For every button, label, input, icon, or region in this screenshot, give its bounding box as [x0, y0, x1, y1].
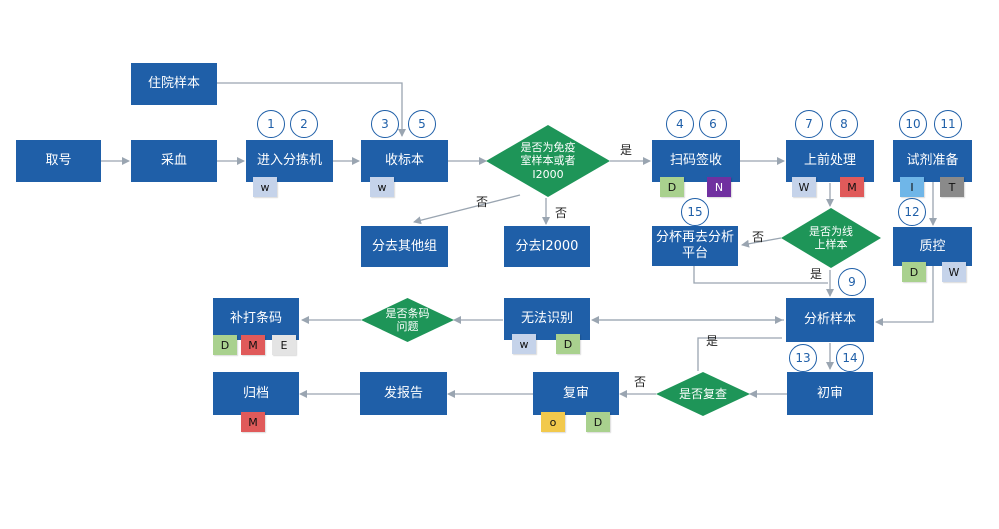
edge-decision-fenxi-yes [697, 337, 782, 371]
edge-label-no: 否 [476, 195, 489, 209]
step-number: 15 [681, 198, 709, 226]
tag-i: I [900, 177, 924, 197]
edge-decision-fenbei [741, 237, 782, 248]
tag-w: w [253, 177, 277, 197]
node-fenjian: 进入分拣机 [246, 140, 333, 182]
tag-w: w [370, 177, 394, 197]
decision-tiaoma: 是否条码问题 [361, 298, 454, 342]
tag-e: E [272, 335, 296, 355]
node-chushen: 初审 [787, 372, 873, 415]
node-qita: 分去其他组 [361, 226, 448, 267]
node-shiji: 试剂准备 [893, 140, 972, 182]
edge-label-no: 否 [555, 206, 568, 220]
step-number: 14 [836, 344, 864, 372]
edge-label-no: 否 [634, 375, 647, 389]
step-number: 10 [899, 110, 927, 138]
tag-o: o [541, 412, 565, 432]
step-number: 12 [898, 198, 926, 226]
node-guidang: 归档 [213, 372, 299, 415]
edge-zhuyuan-shoubiao [217, 82, 406, 137]
node-fenbei: 分杯再去分析平台 [652, 226, 738, 266]
step-number: 2 [290, 110, 318, 138]
tag-d: D [660, 177, 684, 197]
decision-xianshang: 是否为线上样本 [781, 208, 881, 268]
edge-fenbei-fenxi [693, 266, 828, 284]
tag-m: M [241, 412, 265, 432]
decision-mianyi: 是否为免疫室样本或者I2000 [486, 125, 610, 197]
edge-label-no: 否 [752, 230, 765, 244]
tag-d: D [556, 334, 580, 354]
edge-label-yes: 是 [620, 143, 633, 157]
step-number: 8 [830, 110, 858, 138]
node-i2000: 分去I2000 [504, 226, 590, 267]
step-number: 3 [371, 110, 399, 138]
edge-label-yes: 是 [706, 334, 719, 348]
step-number: 11 [934, 110, 962, 138]
node-buda: 补打条码 [213, 298, 299, 340]
node-baogao: 发报告 [360, 372, 447, 415]
step-number: 6 [699, 110, 727, 138]
node-fenxi: 分析样本 [786, 298, 874, 342]
step-number: 7 [795, 110, 823, 138]
node-shangji: 上前处理 [786, 140, 874, 182]
decision-fucha: 是否复查 [656, 372, 750, 416]
tag-d: D [586, 412, 610, 432]
step-number: 1 [257, 110, 285, 138]
node-zhikong: 质控 [893, 227, 972, 266]
tag-n: N [707, 177, 731, 197]
tag-w: w [512, 334, 536, 354]
node-wufa: 无法识别 [504, 298, 590, 340]
step-number: 9 [838, 268, 866, 296]
tag-m: M [241, 335, 265, 355]
tag-w: W [792, 177, 816, 197]
tag-w: W [942, 262, 966, 282]
step-number: 13 [789, 344, 817, 372]
node-caixue: 采血 [131, 140, 217, 182]
node-quhao: 取号 [16, 140, 101, 182]
tag-d: D [902, 262, 926, 282]
edge-zhikong-fenxi [875, 266, 934, 326]
step-number: 4 [666, 110, 694, 138]
node-zhuyuan: 住院样本 [131, 63, 217, 105]
node-shoubiao: 收标本 [361, 140, 448, 182]
step-number: 5 [408, 110, 436, 138]
tag-d: D [213, 335, 237, 355]
tag-m: M [840, 177, 864, 197]
edge-decision-qita [413, 194, 521, 225]
node-saoma: 扫码签收 [652, 140, 740, 182]
tag-t: T [940, 177, 964, 197]
edge-label-yes: 是 [810, 267, 823, 281]
node-fushen: 复审 [533, 372, 619, 415]
